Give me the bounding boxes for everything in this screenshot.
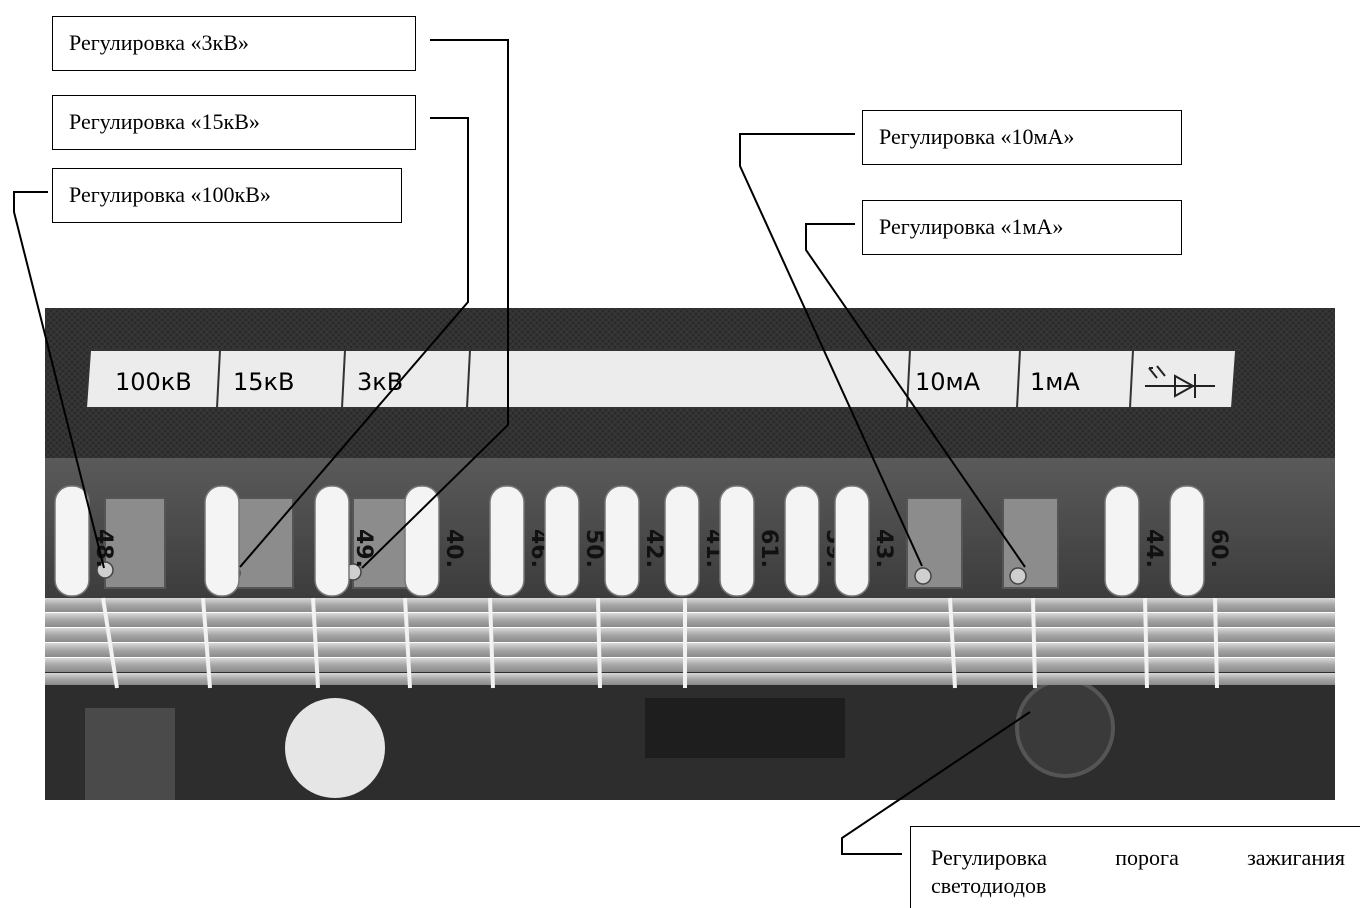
wire-marker-label: 42. [641,529,666,568]
callout-3kv: Регулировка «3кВ» [52,16,416,71]
wire-marker: 60. [1169,485,1231,597]
callout-15kv: Регулировка «15кВ» [52,95,416,150]
wire-marker: 50. [544,485,606,597]
trimmer-100kv [104,497,166,589]
wire-marker-label: 40. [441,529,466,568]
callout-led-threshold-line1: Регулировка порога зажигания [931,845,1345,870]
wire-marker-label: 50. [581,529,606,568]
trimmer-screw-10ma [914,567,932,585]
wire-marker-label: 61. [756,529,781,568]
panel-label-15kv: 15кВ [233,368,295,396]
trimmer-15kv [232,497,294,589]
chip [645,698,845,758]
capacitor-round [1015,678,1115,778]
device-photo: 100кВ 15кВ 3кВ 10мА 1мА 48.49.40.46.50.4… [45,308,1335,800]
wire-ties [101,597,1219,689]
callout-1ma: Регулировка «1мА» [862,200,1182,255]
panel-label-1ma: 1мА [1030,368,1080,396]
panel-label-100kv: 100кВ [115,368,192,396]
wire-marker-label: 43. [871,529,896,568]
panel-label-3kv: 3кВ [357,368,403,396]
panel-label-strip: 100кВ 15кВ 3кВ 10мА 1мА [84,349,1238,409]
wire-marker [204,485,240,597]
callout-led-threshold-line2: светодиодов [931,873,1047,899]
callout-100kv: Регулировка «100кВ» [52,168,402,223]
trimmer-screw-1ma [1009,567,1027,585]
wire-marker: 44. [1104,485,1166,597]
wire-marker: 42. [604,485,666,597]
wire-marker-label: 48. [91,529,116,568]
panel-label-10ma: 10мА [915,368,981,396]
capacitor-disk [285,698,385,798]
wire-marker-label: 60. [1206,529,1231,568]
electrolytic-cap [85,708,175,800]
led-icon [1145,365,1215,398]
wire-marker-label: 49. [351,529,376,568]
callout-10ma: Регулировка «10мА» [862,110,1182,165]
wire-marker-label: 44. [1141,529,1166,568]
callout-led-threshold: Регулировка порога зажигания светодиодов [910,826,1360,908]
wire-bundle [45,598,1335,685]
